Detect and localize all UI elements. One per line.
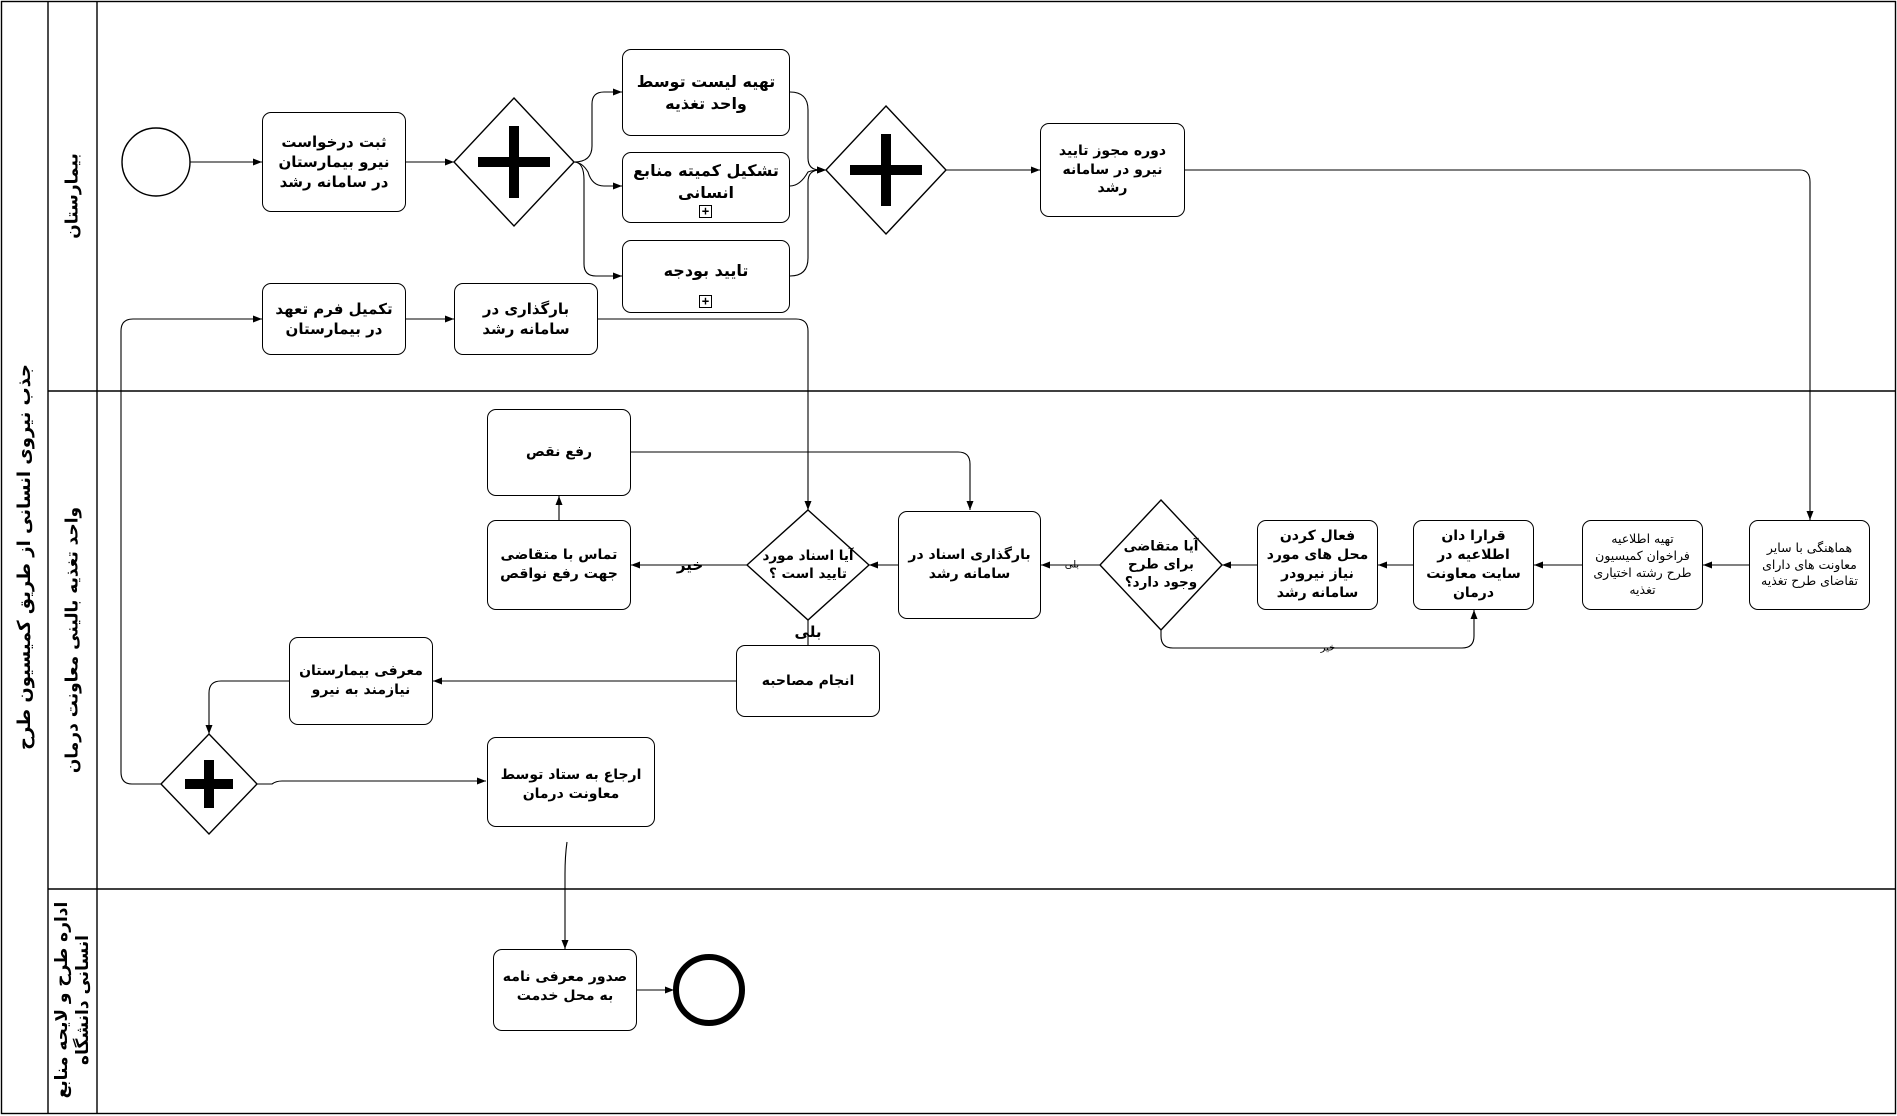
task-label: ثبت درخواست نیرو بیمارستان در سامانه رشد: [278, 132, 390, 192]
task-label: تکمیل فرم تعهد در بیمارستان: [275, 299, 393, 338]
label-applicant-yes: بلی: [1064, 559, 1080, 571]
task-upload-hospital[interactable]: بارگذاری در سامانه رشد: [454, 283, 598, 355]
parallel-gateway-bottom: [160, 732, 258, 836]
flow-budget-join: [789, 166, 826, 277]
task-label: رفع نقص: [525, 444, 593, 461]
task-hr-committee[interactable]: تشکیل کمیته منابع انسانی +: [622, 152, 790, 223]
lane-title-nutrition: واحد تغذیه بالینی معاونت درمان: [62, 506, 83, 774]
label-docs-no: خیر: [676, 556, 704, 574]
task-prepare-call[interactable]: تهیه اطلاعیه فراخوان کمیسیون طرح رشته اخ…: [1582, 520, 1703, 610]
task-post-announcement[interactable]: قرارا دان اطلاعیه در سایت معاونت درمان: [1413, 520, 1534, 610]
gateway-docs-question: آیا اسناد مورد تایید است ؟: [762, 547, 854, 582]
task-contact-applicant[interactable]: تماس با متقاضی جهت رفع نواقص: [487, 520, 631, 610]
task-label: صدور معرفی نامه به محل خدمت: [502, 969, 628, 1004]
task-label: بارگذاری در سامانه رشد: [482, 299, 570, 338]
flow-split-list: [573, 88, 622, 163]
task-label: انجام مصاحبه: [761, 672, 855, 689]
flow-applicant-no-announce: [1160, 610, 1478, 649]
task-label: بارگذاری اسناد در سامانه رشد: [908, 547, 1031, 582]
task-label: معرفی بیمارستان نیازمند به نیرو: [299, 663, 423, 698]
flow-gateway-refer: [257, 777, 486, 785]
task-label: دوره مجوز تایید نیرو در سامانه رشد: [1058, 142, 1167, 197]
flow-gateway-commit-form: [120, 315, 262, 785]
flow-split-budget: [573, 161, 622, 280]
task-introduce-hospital[interactable]: معرفی بیمارستان نیازمند به نیرو: [289, 637, 433, 725]
task-permit-approval[interactable]: دوره مجوز تایید نیرو در سامانه رشد: [1040, 123, 1185, 217]
label-applicant-no: خیر: [1320, 642, 1336, 654]
task-issue-letter[interactable]: صدور معرفی نامه به محل خدمت: [493, 949, 637, 1031]
subprocess-marker-icon[interactable]: +: [699, 295, 712, 308]
gateway-applicant-question: آیا متقاضی برای طرح وجود دارد؟: [1123, 538, 1199, 592]
task-prepare-list[interactable]: تهیه لیست توسط واحد تغذیه: [622, 49, 790, 136]
task-label: تهیه لیست توسط واحد تغذیه: [636, 71, 776, 113]
task-label: ارجاع به ستاد توسط معاونت درمان: [500, 767, 642, 802]
task-label: قرارا دان اطلاعیه در سایت معاونت درمان: [1426, 528, 1521, 601]
task-coordinate[interactable]: هماهنگی با سایر معاونت های دارای تقاضای …: [1749, 520, 1870, 610]
flow-permit-coord: [1185, 169, 1814, 520]
task-refer-headquarters[interactable]: ارجاع به ستاد توسط معاونت درمان: [487, 737, 655, 827]
parallel-gateway-join: [825, 104, 947, 236]
task-register-request[interactable]: ثبت درخواست نیرو بیمارستان در سامانه رشد: [262, 112, 406, 212]
task-label: فعال کردن محل های مورد نیاز نیرودر سامان…: [1266, 528, 1369, 601]
task-label: تهیه اطلاعیه فراخوان کمیسیون طرح رشته اخ…: [1593, 531, 1692, 597]
task-activate-locations[interactable]: فعال کردن محل های مورد نیاز نیرودر سامان…: [1257, 520, 1378, 610]
task-label: تایید بودجه: [663, 260, 749, 280]
flow-introduce-gateway: [205, 680, 289, 734]
flow-list-join: [789, 91, 826, 174]
task-budget-approval[interactable]: تایید بودجه +: [622, 240, 790, 313]
flow-fix-upload-docs: [631, 451, 974, 510]
task-label: تشکیل کمیته منابع انسانی: [633, 160, 779, 202]
subprocess-marker-icon[interactable]: +: [699, 205, 712, 218]
task-interview[interactable]: انجام مصاحبه: [736, 645, 880, 717]
label-docs-yes: بلی: [794, 623, 822, 641]
task-commit-form[interactable]: تکمیل فرم تعهد در بیمارستان: [262, 283, 406, 355]
parallel-gateway-split: [453, 96, 575, 228]
start-event: [121, 127, 191, 197]
flow-upload-hosp-docs-gateway: [598, 318, 812, 510]
lane-title-hospital: بیمارستان: [62, 153, 83, 239]
task-label: تماس با متقاضی جهت رفع نواقص: [500, 547, 618, 582]
pool-title: جذب نیروی انسانی از طریق کمیسیون طرح: [13, 363, 35, 751]
task-fix-defect[interactable]: رفع نقص: [487, 409, 631, 496]
task-upload-documents[interactable]: بارگذاری اسناد در سامانه رشد: [898, 511, 1041, 619]
flow-refer-issue: [561, 841, 569, 949]
end-event: [673, 954, 745, 1026]
task-label: هماهنگی با سایر معاونت های دارای تقاضای …: [1761, 539, 1858, 589]
lane-title-admin: اداره طرح و لایحه منابع انسانی دانشگاه: [51, 901, 93, 1099]
